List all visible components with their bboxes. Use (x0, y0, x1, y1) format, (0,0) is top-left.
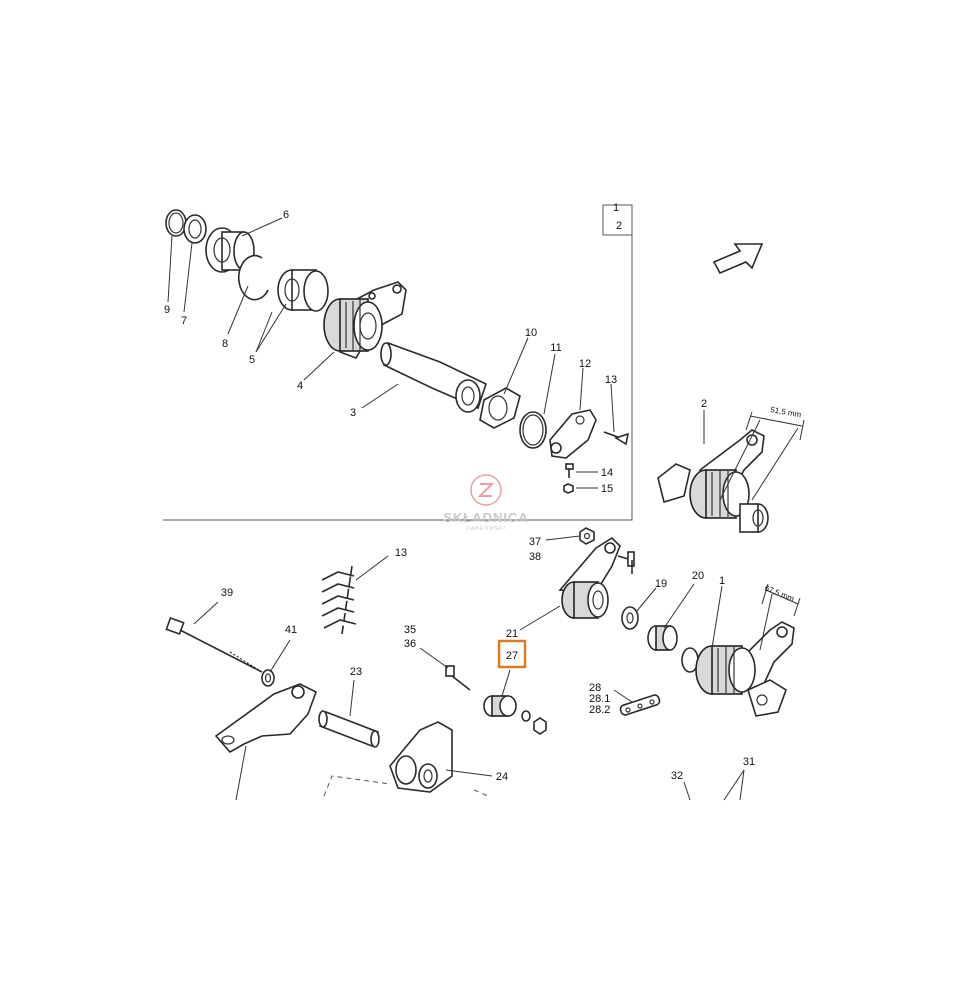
part-24-bracket (389, 721, 453, 793)
dashed-outline-lower (323, 775, 391, 797)
label-11: 11 (550, 342, 561, 354)
part-20-bearing (647, 625, 678, 651)
part-bolt-arm (617, 551, 635, 574)
dimension-upper-text: 51,5 mm (770, 405, 803, 419)
highlighted-part-27-box (497, 639, 527, 669)
page-marker-bottom: 2 (616, 220, 622, 232)
label-27: 27 (506, 650, 518, 662)
label-35: 35 (404, 624, 416, 636)
label-14: 14 (601, 467, 613, 479)
part-21-arm (558, 536, 621, 619)
part-12-lever (549, 409, 597, 459)
part-28-chain (619, 694, 661, 716)
label-31: 31 (743, 756, 755, 768)
part-39-long-bolt (165, 616, 263, 673)
label-7: 7 (181, 315, 187, 327)
part-6-sprocket (205, 227, 255, 273)
watermark-sub: DĄBROWSKI (466, 526, 506, 532)
part-14-bolt (565, 463, 574, 478)
detail-frame: 1 2 (163, 202, 633, 521)
label-28: 28 (589, 682, 601, 694)
part-15-nut (563, 483, 574, 494)
label-37: 37 (529, 536, 541, 548)
label-13-upper: 13 (605, 374, 617, 386)
part-19-washer (621, 606, 639, 630)
part-10-gasket (479, 387, 521, 429)
part-1-assembly (681, 621, 795, 717)
part-37-nut (579, 527, 595, 545)
label-5: 5 (249, 354, 255, 366)
watermark-name: SKŁADNICA (443, 510, 529, 525)
label-13-lower: 13 (395, 547, 407, 559)
label-36: 36 (404, 638, 416, 650)
page-marker-top: 1 (613, 202, 619, 214)
part-13-comb (321, 565, 357, 635)
label-15: 15 (601, 483, 613, 495)
part-5-bearing (277, 269, 329, 312)
label-39: 39 (221, 587, 233, 599)
part-27-buffer (483, 695, 517, 717)
part-9-circlip (165, 209, 187, 237)
label-3: 3 (350, 407, 356, 419)
part-bracket-plate (214, 683, 317, 754)
part-labels: 9 7 6 8 5 4 3 10 11 12 13 14 15 2 37 38 … (164, 209, 755, 783)
part-7-washer (183, 214, 207, 244)
part-13-pin (603, 431, 630, 446)
part-4-clutch-drum (323, 281, 407, 359)
part-2-assembly (657, 429, 769, 533)
part-nut-27 (521, 710, 547, 735)
part-23-roller (318, 710, 380, 748)
watermark: SKŁADNICA DĄBROWSKI (443, 474, 529, 532)
label-24: 24 (496, 771, 508, 783)
label-2: 2 (701, 398, 707, 410)
label-6: 6 (283, 209, 289, 221)
label-4: 4 (297, 380, 303, 392)
label-28-2: 28.2 (589, 704, 610, 716)
part-35-bolt (445, 665, 471, 691)
label-23: 23 (350, 666, 362, 678)
leader-lines-upper (167, 217, 615, 489)
part-11-o-ring (519, 411, 547, 449)
direction-arrow-icon (712, 243, 764, 275)
label-12: 12 (579, 358, 591, 370)
part-41-washer (261, 669, 275, 687)
label-8: 8 (222, 338, 228, 350)
label-38: 38 (529, 551, 541, 563)
label-1: 1 (719, 575, 725, 587)
label-41: 41 (285, 624, 297, 636)
part-8-snap-ring (238, 254, 269, 301)
part-3-shaft (380, 341, 487, 413)
watermark-logo-icon (470, 474, 502, 506)
label-10: 10 (525, 327, 537, 339)
leader-lines-lower (193, 535, 745, 801)
label-20: 20 (692, 570, 704, 582)
dimension-lower-text: 67,5 mm (763, 584, 796, 604)
label-21: 21 (506, 628, 518, 640)
dashed-outline-lower-2 (473, 789, 489, 797)
label-19: 19 (655, 578, 667, 590)
label-9: 9 (164, 304, 170, 316)
label-28-1: 28.1 (589, 693, 610, 705)
label-32: 32 (671, 770, 683, 782)
